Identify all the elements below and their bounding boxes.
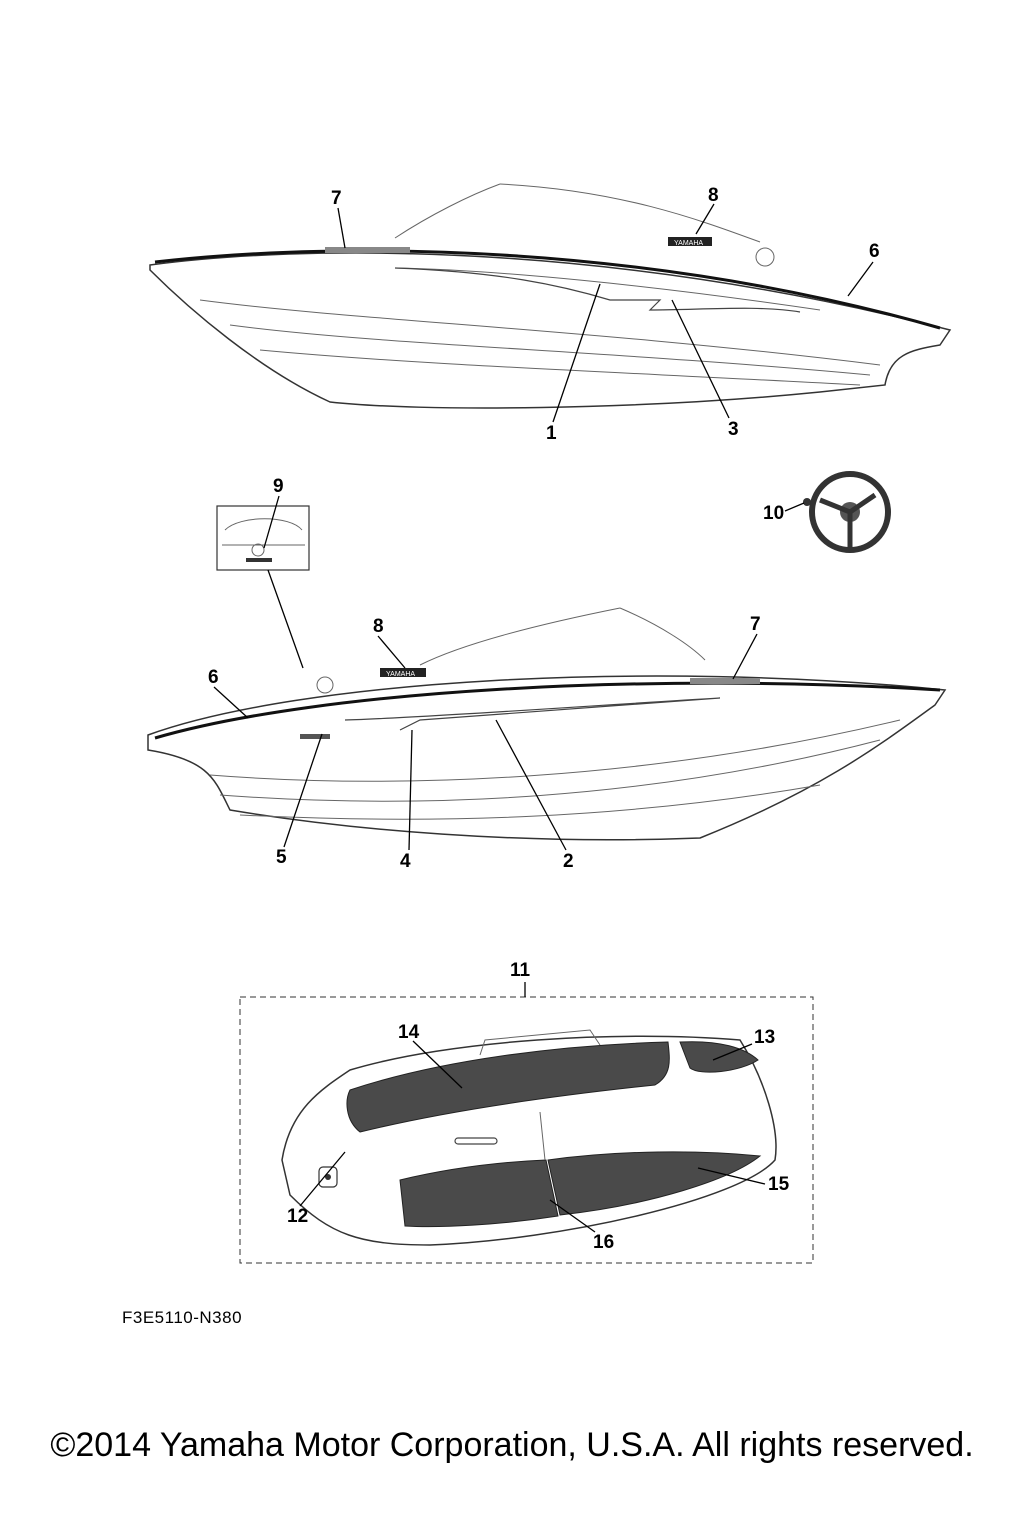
mat-set-dashed-box <box>239 996 814 1264</box>
callout-10: 10 <box>763 503 784 524</box>
inset-box-item-9 <box>216 505 310 669</box>
callout-6-top: 6 <box>869 241 880 262</box>
callout-8-middle: 8 <box>373 616 384 637</box>
boat-top-view: YAMAHA <box>149 183 952 409</box>
callout-16: 16 <box>593 1232 614 1253</box>
side-graphic-decal <box>325 247 410 253</box>
callout-9: 9 <box>273 476 284 497</box>
callout-4-middle: 4 <box>400 851 411 872</box>
yamaha-logo-text-middle: YAMAHA <box>386 671 415 678</box>
callout-12: 12 <box>287 1206 308 1227</box>
hull-id-decal <box>300 734 330 739</box>
copyright-notice: ©2014 Yamaha Motor Corporation, U.S.A. A… <box>50 1426 974 1464</box>
top-callouts: 7 8 6 1 3 <box>331 185 880 444</box>
steering-wheel <box>803 471 891 553</box>
mat-14 <box>346 1041 670 1133</box>
callout-14: 14 <box>398 1022 420 1043</box>
cup-holder-badge <box>755 247 775 267</box>
side-graphic-decal-middle <box>690 678 760 684</box>
mat-15 <box>547 1151 762 1216</box>
yamaha-logo-decal-middle <box>380 668 426 677</box>
drawing-code: F3E5110-N380 <box>122 1308 243 1327</box>
callout-7-top: 7 <box>331 188 342 209</box>
yamaha-logo-text: YAMAHA <box>674 240 703 247</box>
callout-13: 13 <box>754 1027 775 1048</box>
callout-7-middle: 7 <box>750 614 761 635</box>
bottom-callouts: 14 13 15 12 16 <box>287 1022 790 1253</box>
mat-16 <box>399 1159 559 1228</box>
storage-compartment <box>281 1029 777 1246</box>
callout-2-middle: 2 <box>563 851 574 872</box>
callout-3-top: 3 <box>728 419 739 440</box>
middle-callouts: 8 7 6 5 4 2 <box>208 614 761 872</box>
callout-15: 15 <box>768 1174 790 1195</box>
callout-11: 11 <box>510 960 531 981</box>
callout-1-top: 1 <box>546 423 557 444</box>
callout-6-middle: 6 <box>208 667 219 688</box>
callout-8-top: 8 <box>708 185 719 206</box>
callout-5-middle: 5 <box>276 847 287 868</box>
yamaha-logo-decal <box>668 237 712 246</box>
horn-button-decal <box>803 498 811 506</box>
boat-middle-view: YAMAHA <box>147 607 947 841</box>
